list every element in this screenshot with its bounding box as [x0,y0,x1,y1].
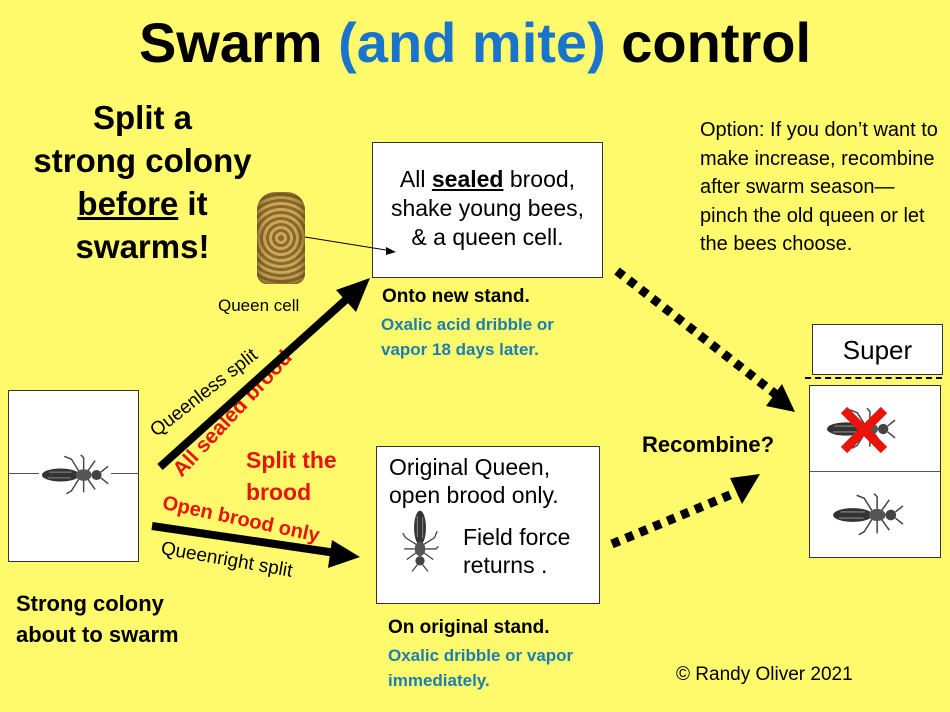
box-line: returns . [463,552,548,578]
new-stand-heading: Onto new stand. [382,286,530,307]
original-stand-treatment: Oxalic dribble or vapor immediately. [388,646,574,690]
lead-line: strong colony [33,142,252,179]
recombine-arrow-top [614,267,781,400]
new-stand-treatment: Oxalic acid dribble or vapor 18 days lat… [381,315,554,359]
lead-text: Split a strong colony before it swarms! [10,96,275,268]
box-line: Original Queen, [389,454,551,480]
queen-cell-label: Queen cell [218,296,300,315]
queenless-arrowhead [336,278,370,312]
text: All [399,166,432,192]
recombine-label: Recombine? [642,432,775,457]
strong-colony-box [8,390,139,562]
box-line: & a queen cell. [411,224,564,250]
queen-cell-pointer [304,236,393,252]
title-part: control [605,11,812,74]
queenless-arrow [157,293,353,470]
title-highlight: (and mite) [338,11,606,74]
text: brood, [503,166,576,192]
box-line: open brood only. [389,482,559,508]
lead-underlined: before [77,185,179,222]
recombine-arrow-bottom [610,485,744,549]
field-force-text: Field force returns . [463,523,570,579]
queen-cell-image [257,192,305,284]
queen-excluder-line [805,377,942,379]
lead-rest: it [178,185,208,222]
lead-line: before it [10,182,275,225]
split-brood-label: Split the brood [246,447,337,505]
recombined-hive [809,385,941,558]
underlined-text: sealed [431,166,504,192]
box-line: shake young bees, [390,195,585,221]
option-note: Option: If you don’t want to make increa… [700,119,938,255]
queenright-arrowhead [328,540,360,568]
lead-line: Split a [92,99,193,136]
queenright-arrow [151,522,337,557]
lead-line: swarms! [75,228,210,265]
original-stand-heading: On original stand. [388,617,550,638]
box-line: Field force [463,524,571,550]
pointer-head [386,247,396,255]
recombine-arrowhead-bottom [730,474,760,504]
queenright-split-box: Original Queen, open brood only. Field f… [376,446,600,604]
red-x-icon [840,406,888,454]
copyright: © Randy Oliver 2021 [676,664,853,685]
colony-label: Strong colony about to swarm [16,591,179,647]
slide-title: Swarm (and mite) control [0,10,950,75]
box-line: All sealed brood, [373,165,602,194]
queen-bee-icon [39,453,111,497]
queenless-split-box: All sealed brood, shake young bees, & a … [372,142,603,278]
title-part: Swarm [138,11,339,74]
super-box: Super [812,324,943,375]
recombine-arrowhead-top [766,384,795,412]
